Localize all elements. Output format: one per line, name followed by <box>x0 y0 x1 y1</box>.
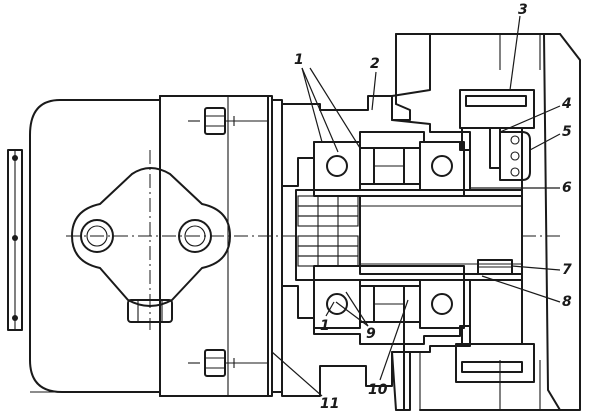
leader-lines <box>271 15 561 397</box>
shaft-splines <box>297 195 359 267</box>
key <box>477 259 513 275</box>
callout-11: 11 <box>320 396 339 412</box>
bearing-top <box>313 141 465 191</box>
mounting-flange <box>159 95 273 397</box>
callout-10: 10 <box>368 382 388 398</box>
callout-3: 3 <box>518 2 528 18</box>
callouts: 1 2 3 4 5 6 7 8 1 9 10 11 <box>294 2 572 412</box>
nut <box>499 131 531 181</box>
spacer-sleeve <box>313 189 465 281</box>
callout-9: 9 <box>366 326 376 342</box>
oval-port-flange <box>71 167 231 323</box>
frame-wall <box>391 33 581 411</box>
washer <box>489 127 501 169</box>
callout-8: 8 <box>562 294 572 310</box>
callout-4: 4 <box>561 96 572 112</box>
callout-1-bottom: 1 <box>320 318 330 334</box>
bearing-bottom <box>313 279 465 329</box>
callout-2: 2 <box>370 56 380 72</box>
callout-5: 5 <box>562 124 572 140</box>
callout-7: 7 <box>562 262 572 278</box>
callout-1-top: 1 <box>294 52 304 68</box>
callout-6: 6 <box>562 180 572 196</box>
gasket <box>271 99 283 393</box>
